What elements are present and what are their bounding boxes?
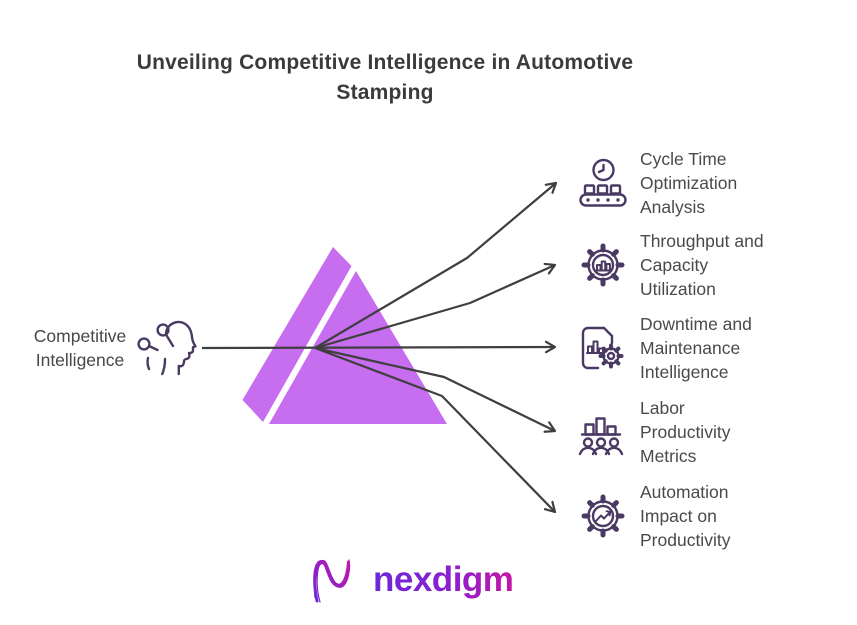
connector-lines [201, 181, 558, 514]
page-title-line-1: Unveiling Competitive Intelligence in Au… [136, 51, 634, 74]
source-label-line-1: Competitive [33, 326, 127, 346]
item-label-line: Optimization [640, 173, 738, 193]
item-label-line: Capacity [640, 255, 709, 275]
item-label: Throughput and Capacity Utilization [640, 229, 764, 301]
brand-logo: nexdigm [310, 554, 514, 606]
item-automation: Automation Impact on Productivity [576, 474, 852, 558]
prism-shape [242, 247, 447, 424]
item-downtime: Downtime and Maintenance Intelligence [576, 306, 852, 390]
item-label-line: Productivity [640, 422, 731, 442]
source-label: Competitive Intelligence [10, 324, 150, 372]
bar-chart-people-icon [576, 404, 630, 460]
item-label-line: Downtime and [640, 314, 752, 334]
item-label-line: Automation [640, 482, 729, 502]
gear-trend-arrow-icon [576, 488, 630, 544]
page-title: Unveiling Competitive Intelligence in Au… [105, 48, 665, 108]
item-label-line: Cycle Time [640, 149, 727, 169]
item-label: Automation Impact on Productivity [640, 480, 730, 552]
item-label-line: Throughput and [640, 231, 764, 251]
source-label-line-2: Intelligence [35, 350, 125, 370]
item-label: Cycle Time Optimization Analysis [640, 147, 737, 219]
connector-line-throughput [314, 262, 557, 350]
gear-bar-chart-icon [576, 237, 630, 293]
connector-line-cycle-time [314, 181, 558, 349]
item-label-line: Productivity [640, 530, 731, 550]
item-throughput: Throughput and Capacity Utilization [576, 223, 852, 307]
item-label-line: Utilization [640, 279, 716, 299]
item-labor: Labor Productivity Metrics [576, 390, 852, 474]
item-label: Labor Productivity Metrics [640, 396, 730, 468]
nexdigm-wave-mark-icon [313, 559, 351, 603]
item-label: Downtime and Maintenance Intelligence [640, 312, 752, 384]
document-gear-chart-icon [576, 320, 630, 376]
item-label-line: Labor [640, 398, 685, 418]
item-label-line: Intelligence [640, 362, 729, 382]
item-cycle-time: Cycle Time Optimization Analysis [576, 141, 852, 225]
brand-name: nexdigm [373, 554, 514, 606]
page-title-line-2: Stamping [336, 81, 434, 104]
prism-left-slice [242, 247, 352, 422]
head-profile-nodes-icon [134, 312, 200, 384]
connector-line-downtime [201, 340, 557, 354]
item-label-line: Impact on [640, 506, 717, 526]
clock-conveyor-icon [576, 155, 630, 211]
item-label-line: Analysis [640, 197, 706, 217]
connector-line-labor [314, 346, 557, 433]
item-label-line: Metrics [640, 446, 697, 466]
connector-line-automation [314, 346, 557, 514]
item-label-line: Maintenance [640, 338, 741, 358]
